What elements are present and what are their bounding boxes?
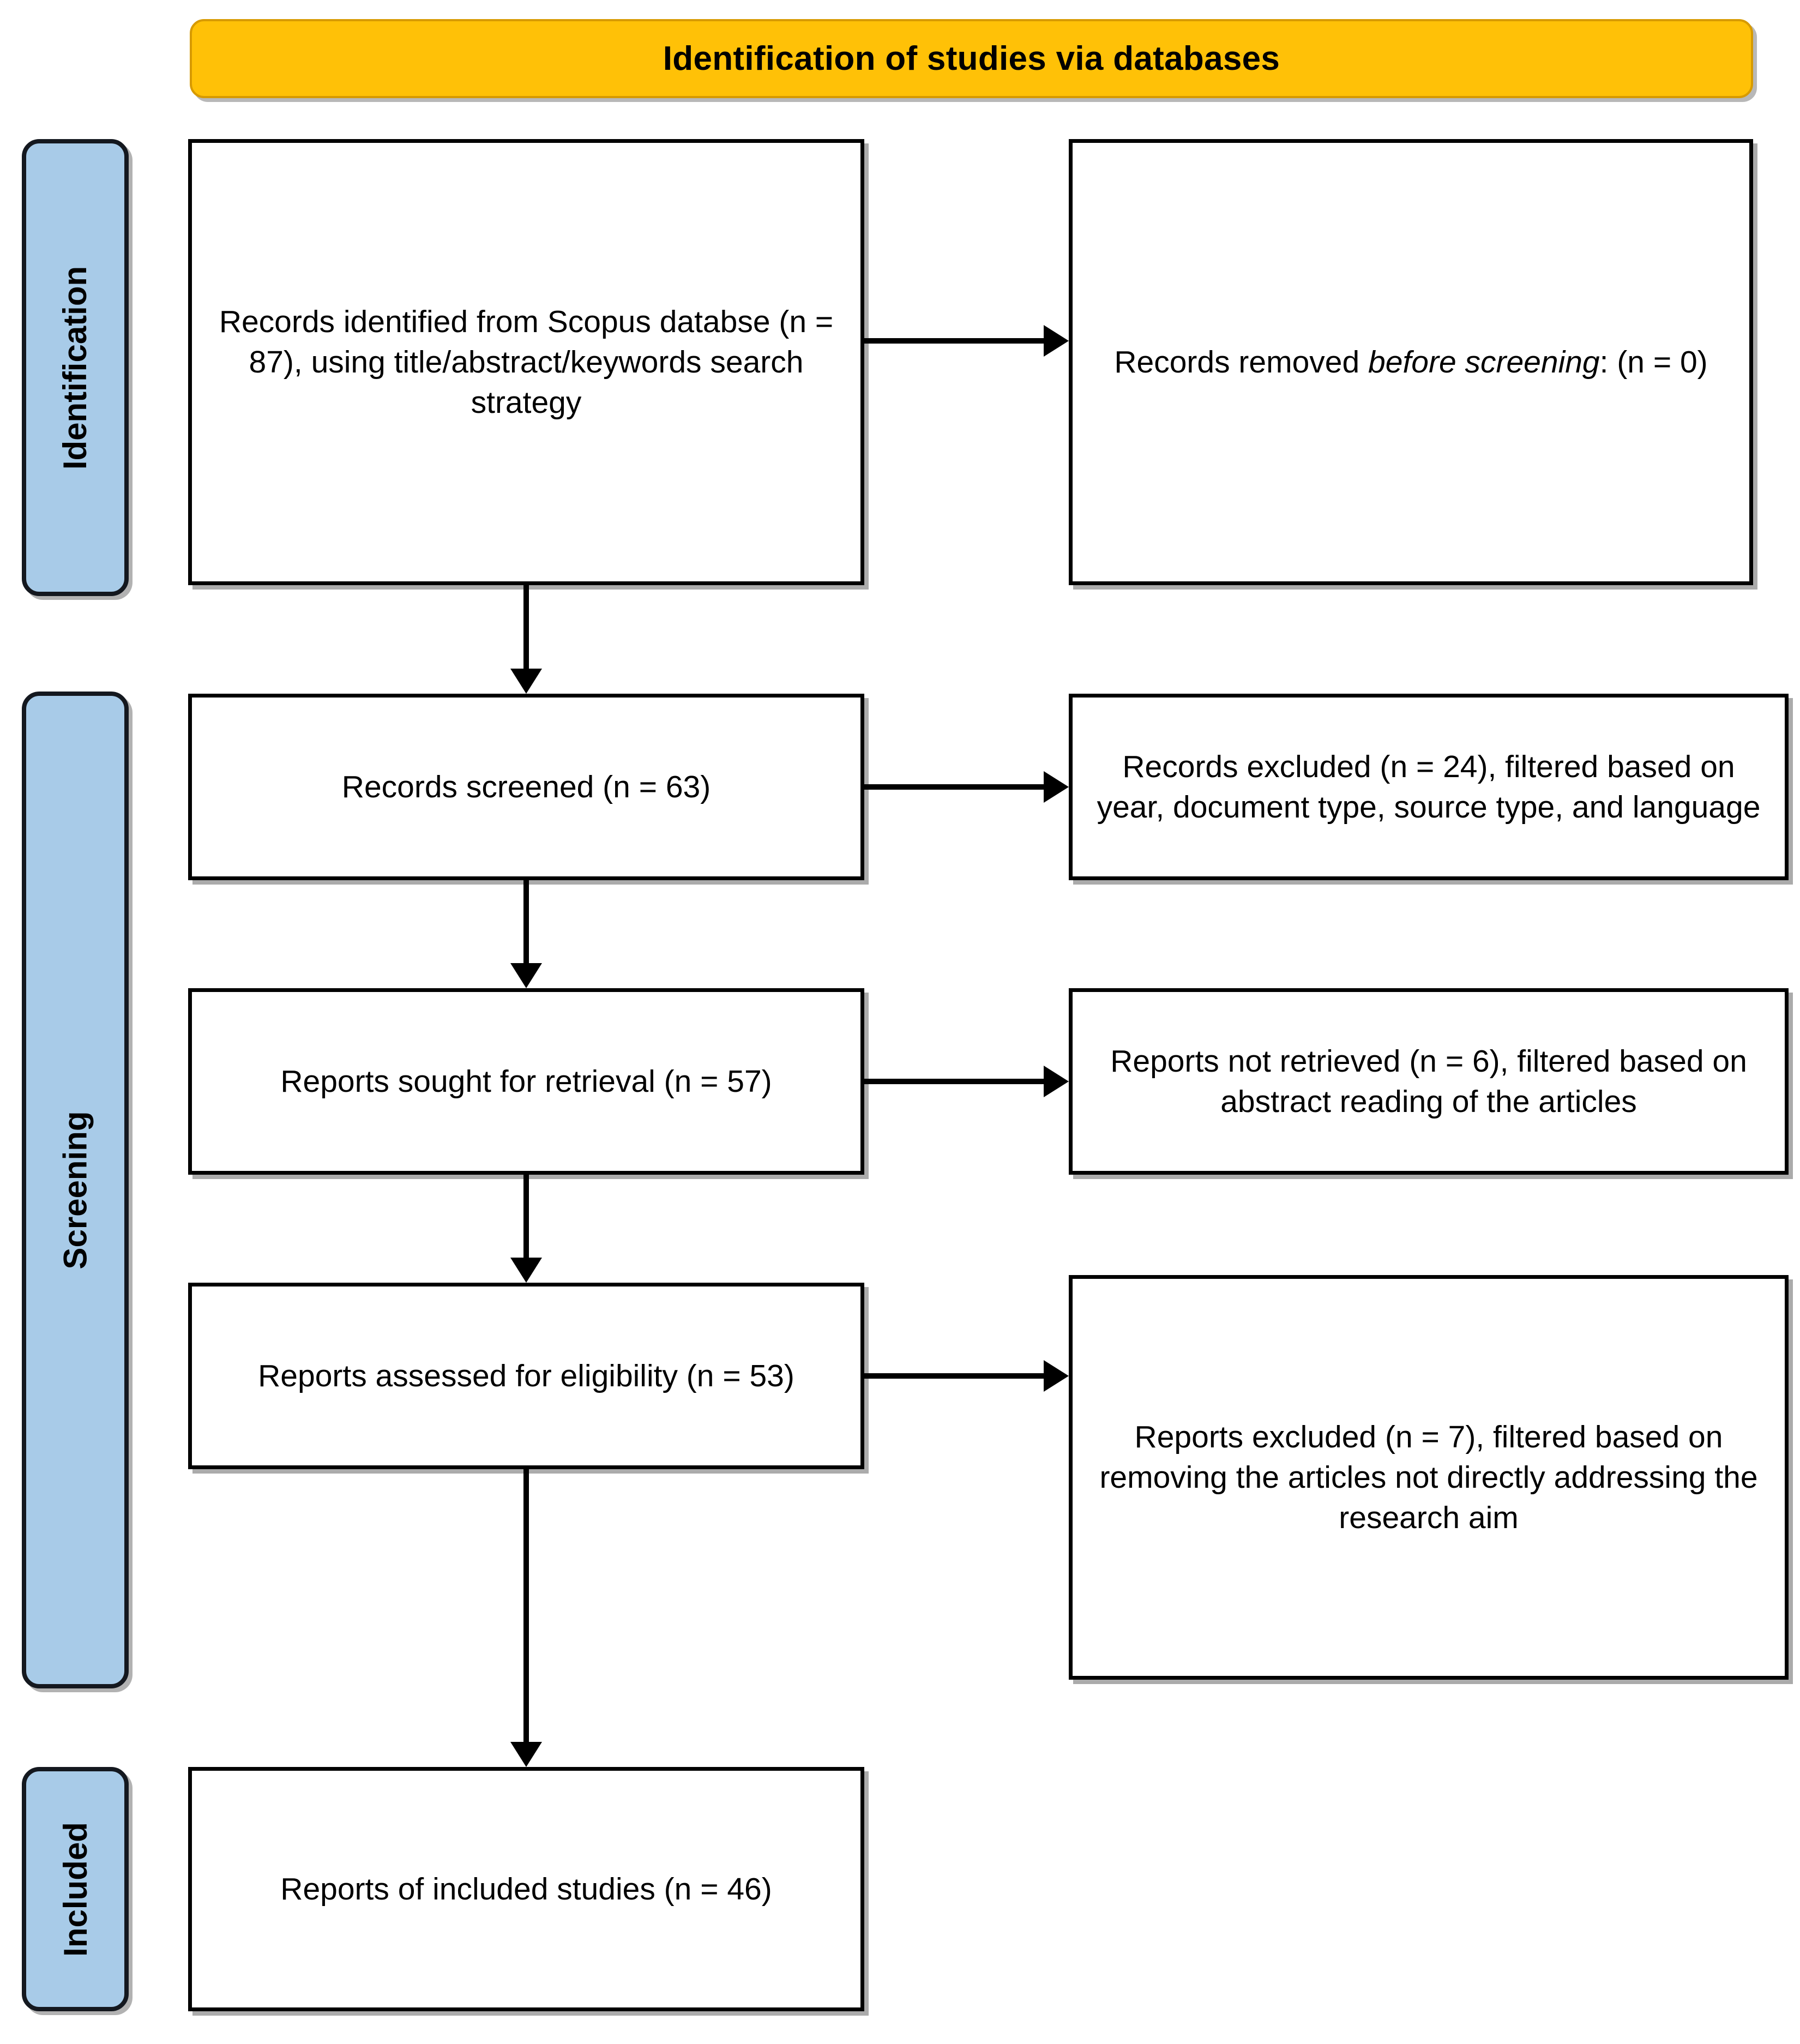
- arrow-identified-to-screened: [493, 585, 559, 694]
- arrow-identified-to-removed: [864, 324, 1069, 357]
- box-reports-sought-for-retrieval: Reports sought for retrieval (n = 57): [188, 988, 864, 1175]
- arrow-sought-to-assessed: [493, 1175, 559, 1283]
- arrow-assessed-to-included: [493, 1469, 559, 1767]
- box-reports-excluded: Reports excluded (n = 7), filtered based…: [1069, 1275, 1789, 1680]
- box-reports-assessed-for-eligibility: Reports assessed for eligibility (n = 53…: [188, 1283, 864, 1469]
- removed-plain: Records removed: [1114, 344, 1369, 380]
- stage-label-identification-text: Identification: [57, 266, 94, 470]
- arrow-screened-to-sought: [493, 880, 559, 988]
- arrow-screened-to-excluded: [864, 771, 1069, 803]
- box-records-excluded: Records excluded (n = 24), filtered base…: [1069, 694, 1789, 880]
- arrow-shaft: [864, 338, 1044, 344]
- arrow-head-right-icon: [1044, 1360, 1069, 1392]
- stage-label-screening-text: Screening: [57, 1110, 94, 1270]
- box-records-identified-text: Records identified from Scopus databse (…: [219, 304, 834, 420]
- box-reports-of-included-studies: Reports of included studies (n = 46): [188, 1767, 864, 2011]
- box-reports-assessed-for-eligibility-text: Reports assessed for eligibility (n = 53…: [258, 1358, 794, 1393]
- arrow-assessed-to-excluded: [864, 1360, 1069, 1392]
- arrow-sought-to-not-retrieved: [864, 1065, 1069, 1098]
- identification-banner: Identification of studies via databases: [190, 19, 1753, 98]
- box-records-screened-text: Records screened (n = 63): [341, 769, 711, 804]
- arrow-shaft: [523, 880, 529, 963]
- removed-italic: before screening: [1368, 344, 1600, 380]
- stage-label-screening: Screening: [22, 692, 129, 1688]
- stage-label-included: Included: [22, 1767, 129, 2011]
- arrow-head-right-icon: [1044, 325, 1069, 357]
- arrow-shaft: [864, 784, 1044, 790]
- stage-label-identification: Identification: [22, 139, 129, 596]
- box-reports-not-retrieved-text: Reports not retrieved (n = 6), filtered …: [1110, 1043, 1747, 1119]
- box-reports-excluded-text: Reports excluded (n = 7), filtered based…: [1099, 1419, 1758, 1536]
- arrow-shaft: [523, 585, 529, 669]
- arrow-shaft: [523, 1175, 529, 1258]
- arrow-head-down-icon: [510, 669, 542, 694]
- box-records-removed-before-screening: Records removed before screening: (n = 0…: [1069, 139, 1753, 585]
- arrow-head-right-icon: [1044, 1066, 1069, 1097]
- arrow-shaft: [523, 1469, 529, 1742]
- arrow-head-down-icon: [510, 963, 542, 988]
- box-records-identified: Records identified from Scopus databse (…: [188, 139, 864, 585]
- arrow-shaft: [864, 1373, 1044, 1379]
- box-records-excluded-text: Records excluded (n = 24), filtered base…: [1097, 749, 1761, 825]
- arrow-head-down-icon: [510, 1742, 542, 1767]
- box-reports-sought-for-retrieval-text: Reports sought for retrieval (n = 57): [280, 1063, 772, 1099]
- box-records-removed-before-screening-text: Records removed before screening: (n = 0…: [1091, 342, 1731, 382]
- arrow-shaft: [864, 1079, 1044, 1084]
- removed-tail: : (n = 0): [1599, 344, 1708, 380]
- box-records-screened: Records screened (n = 63): [188, 694, 864, 880]
- arrow-head-down-icon: [510, 1258, 542, 1283]
- stage-label-included-text: Included: [57, 1821, 94, 1957]
- arrow-head-right-icon: [1044, 771, 1069, 803]
- box-reports-not-retrieved: Reports not retrieved (n = 6), filtered …: [1069, 988, 1789, 1175]
- banner-title: Identification of studies via databases: [663, 40, 1280, 77]
- box-reports-of-included-studies-text: Reports of included studies (n = 46): [280, 1871, 772, 1907]
